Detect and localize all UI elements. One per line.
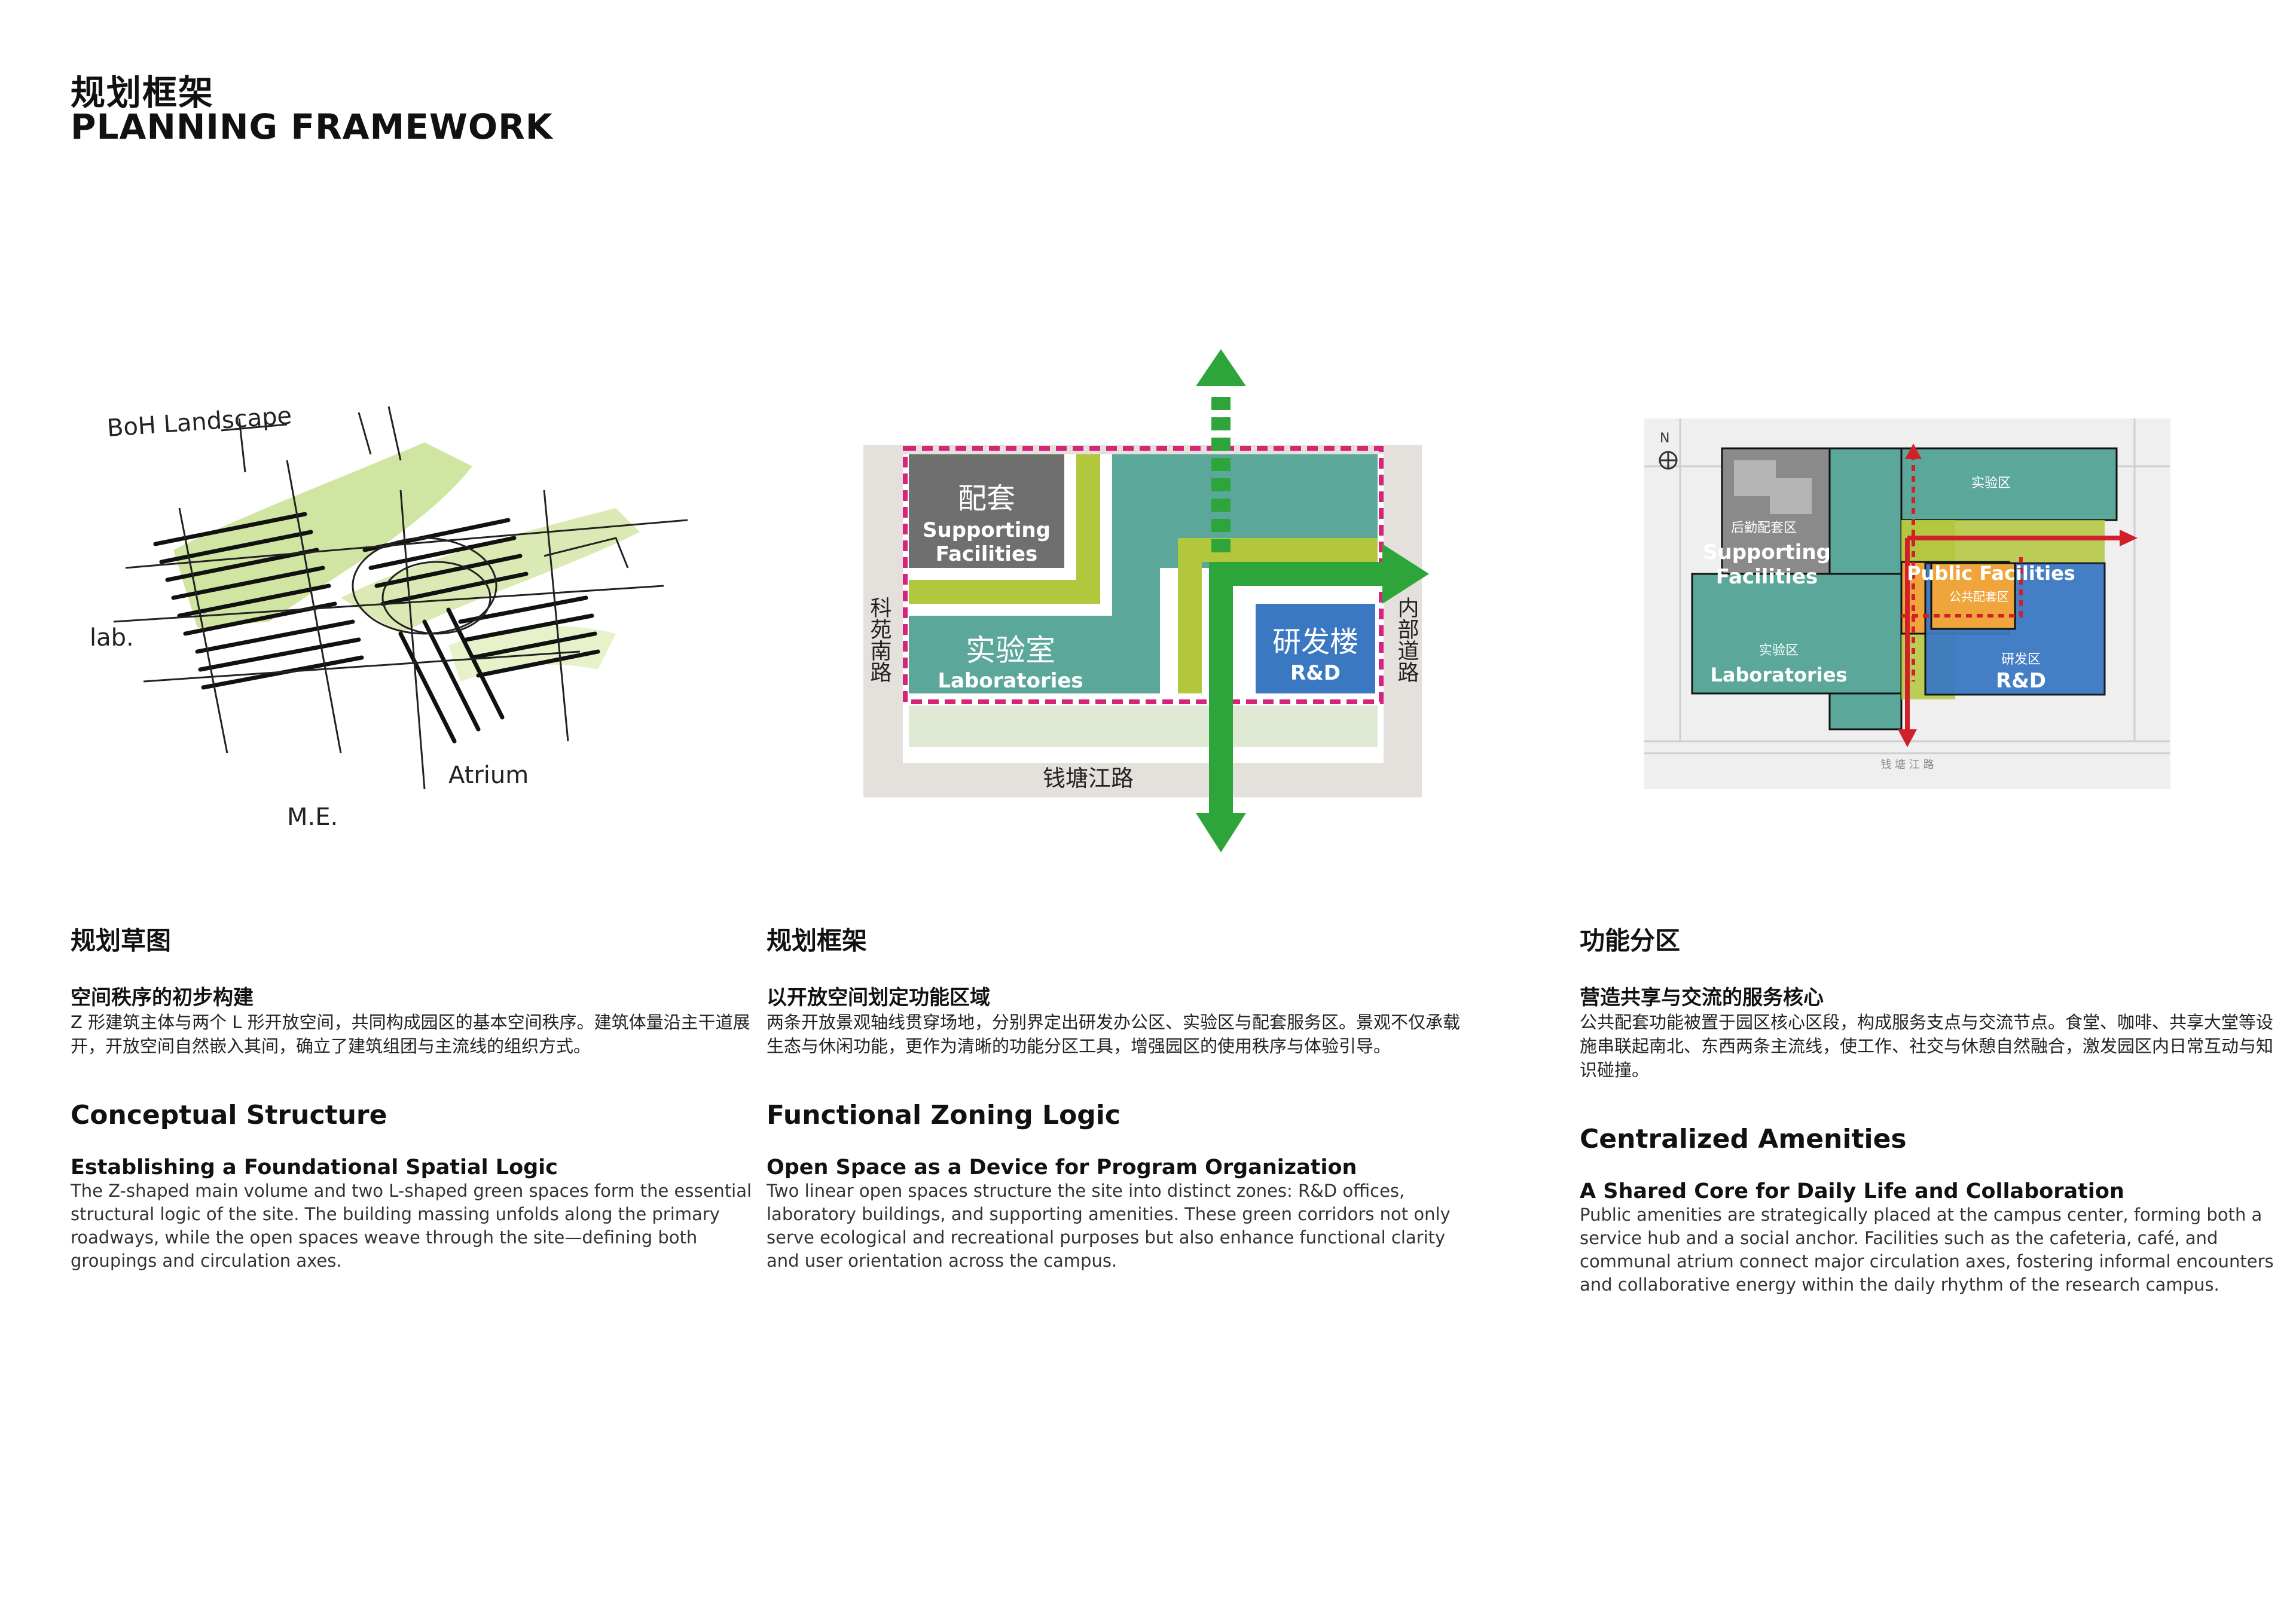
column-zoning: 功能分区 营造共享与交流的服务核心 公共配套功能被置于园区核心区段，构成服务支点… — [1580, 921, 2285, 1297]
heading-zh: 规划框架 — [767, 926, 868, 955]
lab-top-label: 实验区 — [1971, 476, 2011, 491]
lab-label-en: Laboratories — [1710, 664, 1847, 686]
framework-diagram: 配套 Supporting Facilities 实验室 Laboratorie… — [863, 349, 1429, 852]
public-label-zh: 公共配套区 — [1949, 589, 2009, 604]
supporting-en-2: Facilities — [1716, 565, 1818, 589]
supporting-en-1: Supporting — [1703, 540, 1831, 564]
heading-en: Centralized Amenities — [1580, 1124, 1907, 1154]
zoning-siteplan: N 后勤配套区 Supporting Facilities 实验区 实验区 La… — [1644, 418, 2170, 789]
road-east-label: 内部道路 — [1394, 597, 1419, 683]
page-title-zh: 规划框架 — [71, 72, 215, 113]
body-zh: Z 形建筑主体与两个 L 形开放空间，共同构成园区的基本空间秩序。建筑体量沿主干… — [71, 1012, 750, 1056]
road-south-label: 钱 塘 江 路 — [1880, 759, 1934, 771]
body-en: Two linear open spaces structure the sit… — [767, 1181, 1451, 1271]
heading-zh: 功能分区 — [1580, 926, 1681, 955]
heading-en: Conceptual Structure — [71, 1100, 387, 1130]
lab-label-zh: 实验室 — [966, 633, 1055, 668]
subheading-zh: 以开放空间划定功能区域 — [767, 986, 990, 1010]
subheading-en: A Shared Core for Daily Life and Collabo… — [1580, 1179, 2124, 1203]
subheading-zh: 空间秩序的初步构建 — [71, 986, 254, 1010]
logistics-label: 后勤配套区 — [1731, 521, 1797, 536]
rd-label-en: R&D — [1996, 669, 2046, 693]
south-green-band — [909, 705, 1378, 747]
heading-zh: 规划草图 — [71, 926, 172, 955]
body-zh: 公共配套功能被置于园区核心区段，构成服务支点与交流节点。食堂、咖啡、共享大堂等设… — [1580, 1012, 2274, 1080]
subheading-zh: 营造共享与交流的服务核心 — [1580, 986, 1824, 1010]
rd-label-zh: 研发楼 — [1272, 625, 1358, 659]
north-arrow-label: N — [1660, 431, 1669, 446]
road-south-label: 钱塘江路 — [1043, 765, 1134, 791]
page-title-en: PLANNING FRAMEWORK — [71, 106, 553, 147]
sketch-label-lab: lab. — [90, 624, 134, 652]
column-framework: 规划框架 以开放空间划定功能区域 两条开放景观轴线贯穿场地，分别界定出研发办公区… — [767, 921, 1472, 1273]
body-en: The Z-shaped main volume and two L-shape… — [71, 1181, 752, 1271]
heading-en: Functional Zoning Logic — [767, 1100, 1120, 1130]
sketch-label-boh: BoH Landscape — [106, 402, 292, 442]
green-axis-arrows — [1196, 349, 1429, 852]
body-zh: 两条开放景观轴线贯穿场地，分别界定出研发办公区、实验区与配套服务区。景观不仅承载… — [767, 1012, 1461, 1056]
lab-label-en: Laboratories — [938, 669, 1083, 693]
rd-label-zh: 研发区 — [2001, 652, 2041, 667]
supporting-label-en-1: Supporting — [923, 518, 1051, 542]
supporting-block — [909, 454, 1064, 568]
body-en: Public amenities are strategically place… — [1580, 1205, 2274, 1295]
subheading-en: Establishing a Foundational Spatial Logi… — [71, 1156, 558, 1179]
concept-sketch: BoH Landscape M.E. lab. Atrium — [90, 402, 688, 831]
lab-label-zh: 实验区 — [1759, 643, 1799, 658]
subheading-en: Open Space as a Device for Program Organ… — [767, 1156, 1357, 1179]
supporting-label-zh: 配套 — [958, 482, 1015, 515]
rd-label-en: R&D — [1290, 661, 1341, 685]
sketch-label-atrium: Atrium — [448, 762, 529, 789]
supporting-label-en-2: Facilities — [936, 542, 1038, 566]
column-concept: 规划草图 空间秩序的初步构建 Z 形建筑主体与两个 L 形开放空间，共同构成园区… — [71, 921, 776, 1273]
public-label-en: Public Facilities — [1907, 562, 2075, 585]
sketch-label-me: M.E. — [287, 803, 338, 831]
road-west-label: 科苑南路 — [867, 597, 891, 683]
rd-block — [1256, 604, 1375, 693]
